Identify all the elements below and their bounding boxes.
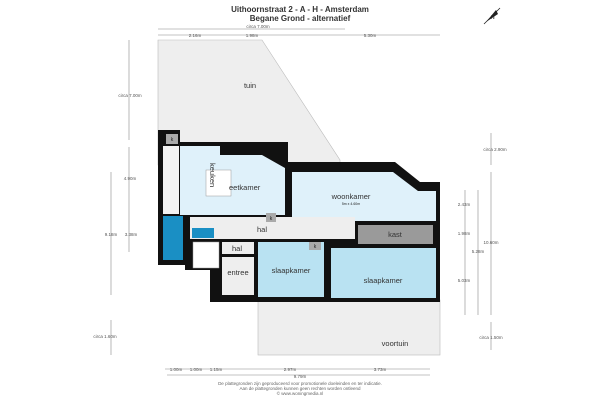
label-slaapkamer-large: slaapkamer: [364, 276, 403, 285]
dimension-label: 2.16m: [189, 33, 202, 38]
label-eetkamer: eetkamer: [229, 183, 261, 192]
slaapkamer-small: [258, 242, 324, 297]
dimension-label: 1.15m: [210, 367, 223, 372]
dimension-label: 5.28m: [472, 249, 485, 254]
dimension-label: N: [491, 15, 495, 21]
keuken-eetkamer-room: [180, 146, 285, 215]
label-entree: entree: [227, 268, 248, 277]
dimension-label: 3.38m: [125, 232, 138, 237]
dimension-label: 4.90m: [124, 176, 137, 181]
label-hal2: hal: [232, 244, 242, 253]
bathroom: [163, 216, 183, 260]
dimension-label: circa 1.50m: [479, 335, 503, 340]
dimension-label: circa 7.00m: [118, 93, 142, 98]
compass-icon: N: [483, 7, 501, 25]
dimension-label: 5.30m: [364, 33, 377, 38]
kitchen-island: [205, 169, 232, 197]
toilet: [192, 228, 214, 238]
slaapkamer-large: [331, 248, 436, 298]
label-woonkamer: woonkamer: [331, 192, 371, 201]
label-hal: hal: [257, 225, 267, 234]
dimension-label: 2.97m: [284, 367, 297, 372]
dimension-label: 1.00m: [170, 367, 183, 372]
right-dimensions: circa 2.90m 2.43m 1.98m 10.60m 5.28m 5.0…: [458, 133, 507, 350]
woonkamer-size: 5m x 4.60m: [342, 202, 360, 206]
title-line2: Begane Grond - alternatief: [250, 14, 351, 23]
footer-copyright: © www.woningmedia.nl: [277, 390, 324, 396]
dimension-label: circa 1.60m: [93, 334, 117, 339]
label-voortuin: voortuin: [382, 339, 409, 348]
kitchen-counter: [163, 146, 179, 214]
bottom-dimensions: 1.00m 1.00m 1.15m 2.97m 3.73m 9.79m: [165, 367, 430, 379]
top-dimensions: circa 7.00m 2.16m 1.98m 5.30m: [158, 24, 440, 38]
hal2-room: [222, 242, 254, 254]
dimension-label: 3.73m: [374, 367, 387, 372]
stairs: [192, 241, 220, 269]
dimension-label: 2.43m: [458, 202, 471, 207]
k-closet: [266, 213, 276, 222]
k-closet: [166, 134, 178, 144]
left-dimensions: circa 7.00m 4.90m 9.18m 3.38m circa 1.60…: [93, 40, 142, 355]
k-closet: [309, 242, 321, 250]
label-keuken: keuken: [208, 163, 217, 187]
dimension-label: 9.18m: [105, 232, 118, 237]
footer-rights: Aan de plattegronden kunnen geen rechten…: [239, 386, 361, 391]
kast-room: [358, 225, 433, 244]
dimension-label: 1.00m: [190, 367, 203, 372]
label-tuin: tuin: [244, 81, 256, 90]
dimension-label: 1.98m: [458, 231, 471, 236]
dimension-label: circa 7.00m: [246, 24, 270, 29]
label-slaapkamer-small: slaapkamer: [272, 266, 311, 275]
title-line1: Uithoornstraat 2 - A - H - Amsterdam: [231, 5, 369, 14]
label-k: k: [270, 216, 273, 222]
label-k: k: [171, 137, 174, 143]
hal-room: [190, 217, 355, 239]
woonkamer-room: [292, 172, 436, 221]
footer-disclaimer: De plattegronden zijn geproduceerd voor …: [218, 381, 382, 386]
voortuin-area: [257, 299, 441, 356]
dimension-label: 9.79m: [294, 374, 307, 379]
label-kast: kast: [388, 230, 403, 239]
dimension-label: 10.60m: [483, 240, 498, 245]
dimension-label: 1.98m: [246, 33, 259, 38]
entree-room: [222, 257, 254, 295]
dimension-label: 5.03m: [458, 278, 471, 283]
label-k: k: [314, 244, 317, 250]
dimension-label: circa 2.90m: [483, 147, 507, 152]
